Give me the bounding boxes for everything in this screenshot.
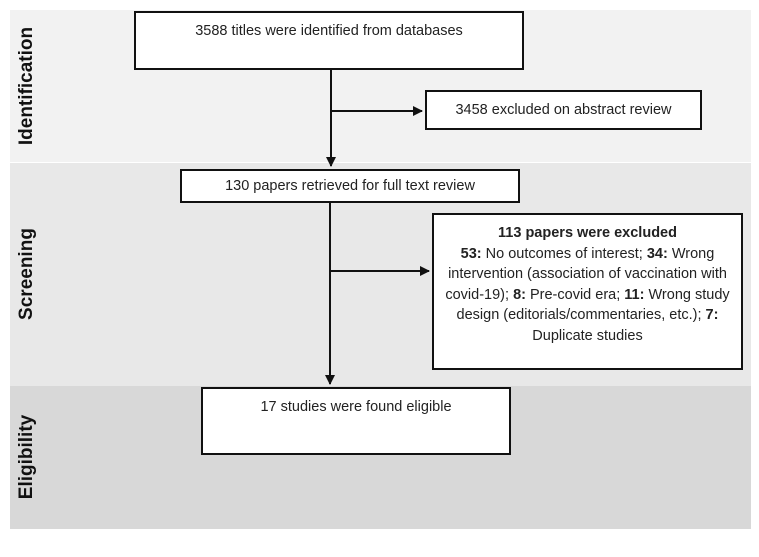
excluded-full-text-title: 113 papers were excluded (498, 225, 677, 241)
reason-text: Wrong study design (editorials/commentar… (456, 286, 730, 324)
retrieved-box: 130 papers retrieved for full text revie… (180, 169, 520, 203)
excluded-full-text-box: 113 papers were excluded 53: No outcomes… (432, 213, 743, 370)
excluded-abstract-text: 3458 excluded on abstract review (455, 102, 672, 118)
reason-count: 34: (646, 245, 668, 262)
identified-text: 3588 titles were identified from databas… (195, 23, 463, 39)
reason-count: 53: (460, 245, 482, 262)
eligible-text: 17 studies were found eligible (260, 399, 452, 415)
reason-text: Pre-covid era; (525, 286, 625, 303)
retrieved-text: 130 papers retrieved for full text revie… (225, 178, 475, 194)
exclusion-reasons: 53: No outcomes of interest; 34: Wrong i… (445, 246, 729, 344)
reason-count: 8: (513, 286, 526, 303)
identified-box: 3588 titles were identified from databas… (134, 11, 524, 70)
reason-count: 7: (705, 307, 719, 323)
reason-text: Duplicate studies (532, 327, 643, 344)
excluded-abstract-box: 3458 excluded on abstract review (425, 90, 702, 130)
reason-text: No outcomes of interest; (481, 245, 647, 262)
flow-arrows (325, 70, 430, 385)
reason-count: 11: (624, 286, 645, 303)
reason-text: Wrong intervention (association of vacci… (445, 245, 727, 303)
eligible-box: 17 studies were found eligible (201, 387, 511, 455)
